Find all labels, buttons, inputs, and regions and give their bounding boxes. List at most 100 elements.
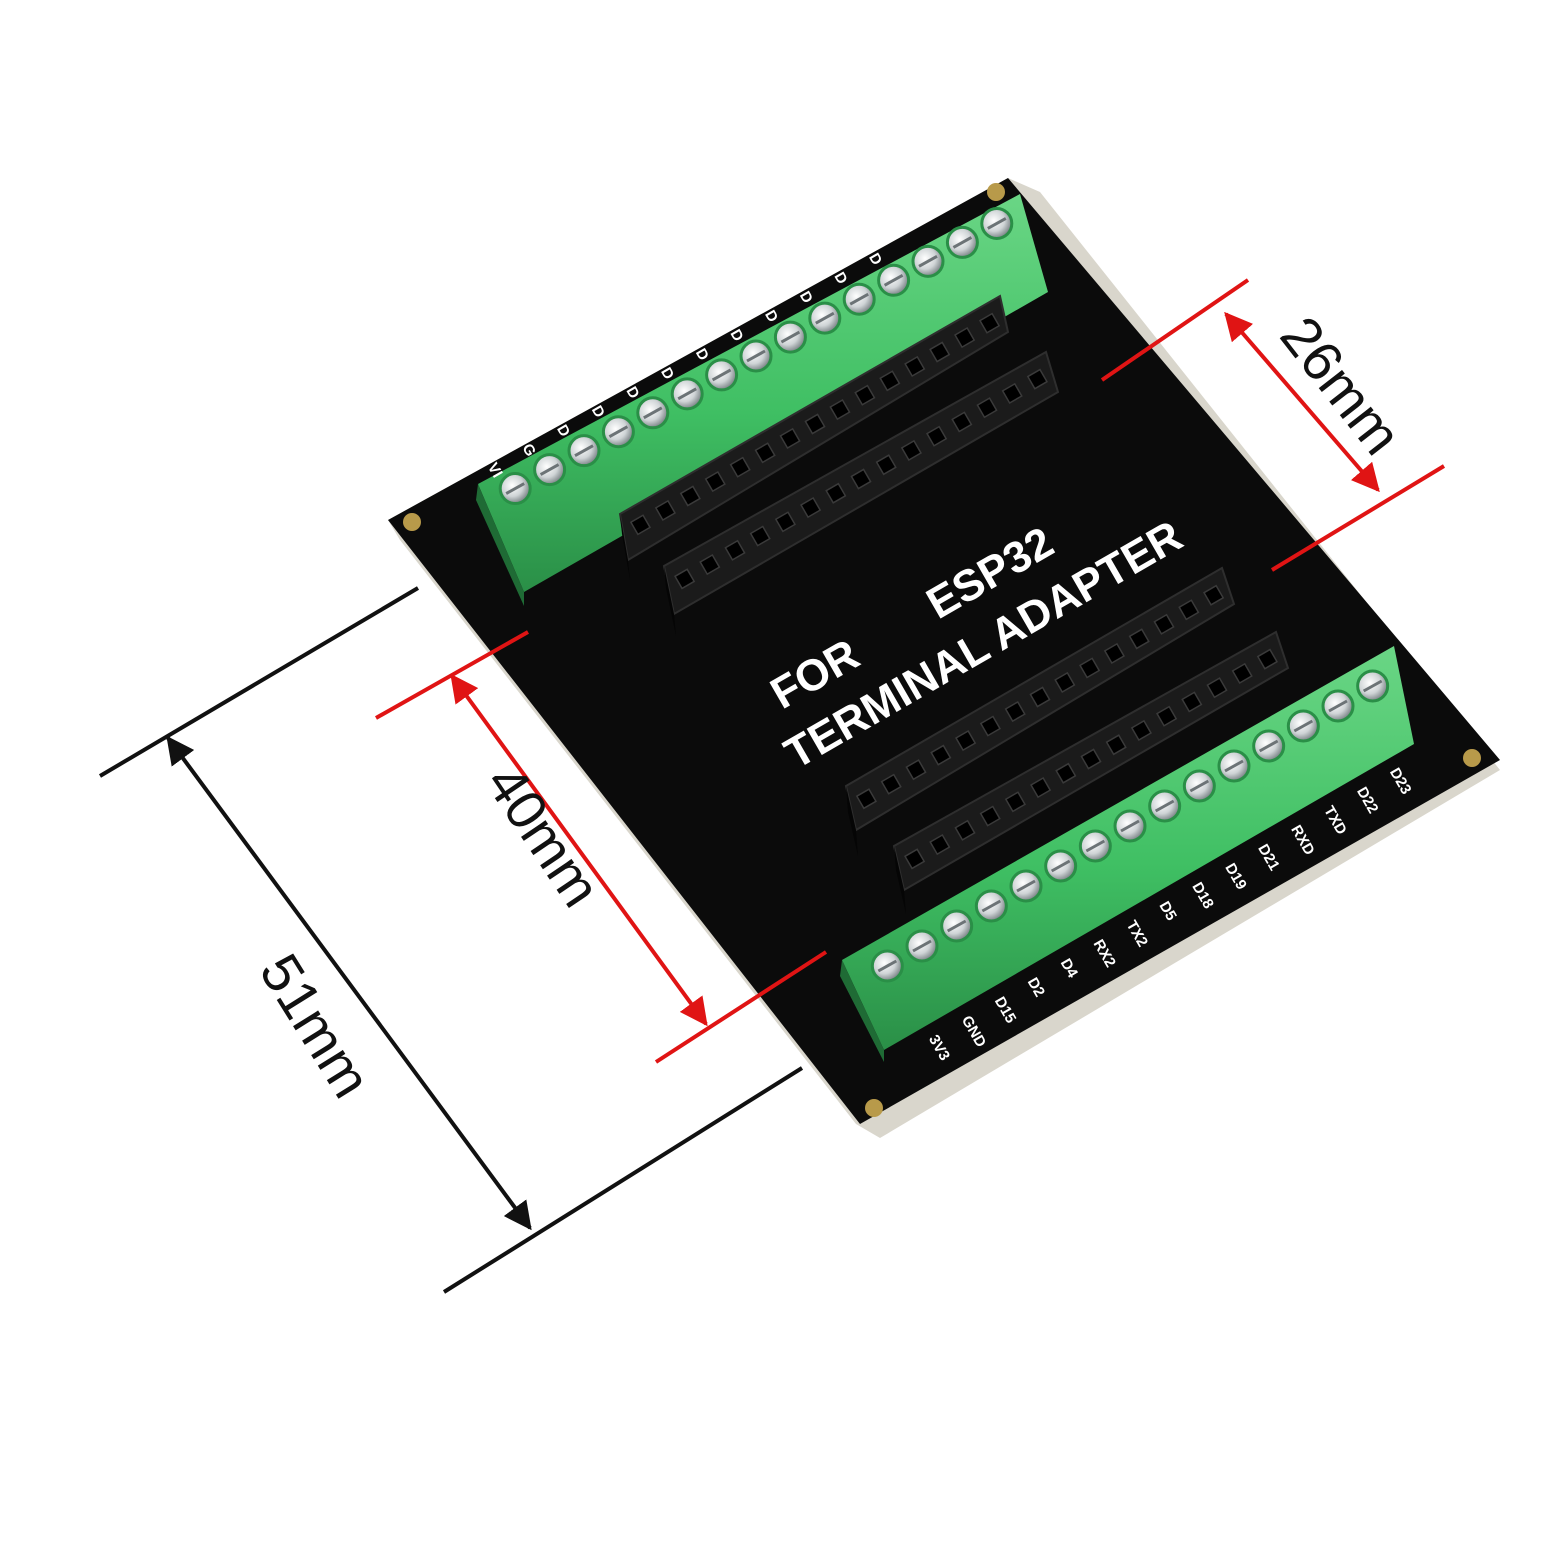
bottom-terminal-screw-slot xyxy=(1189,779,1210,793)
header-hole xyxy=(1080,748,1102,770)
header-hole xyxy=(951,411,973,433)
header-hole xyxy=(1004,791,1026,813)
header-hole xyxy=(804,413,826,435)
header-hole xyxy=(779,427,801,449)
header-hole xyxy=(904,355,926,377)
header-hole xyxy=(729,456,751,478)
header-hole xyxy=(1001,382,1023,404)
top-terminal-screw-slot xyxy=(539,463,560,476)
header-hole xyxy=(749,525,771,547)
pin-headers-upper xyxy=(618,294,1060,636)
pin-header-lower-1-side xyxy=(846,786,858,856)
header-hole xyxy=(900,439,922,462)
top-terminal-screw-slot xyxy=(677,387,697,401)
dim-51-label: 51mm xyxy=(248,943,384,1108)
terminal-block-top-body xyxy=(478,194,1048,592)
header-hole xyxy=(1079,657,1101,679)
top-terminal-screw-slot xyxy=(987,217,1007,230)
top-terminal-screw-slot xyxy=(643,406,663,420)
top-terminal-screw-slot xyxy=(815,311,835,325)
header-hole xyxy=(1055,762,1077,784)
bottom-terminal-screw-slot xyxy=(1154,799,1175,813)
header-hole xyxy=(1029,686,1051,708)
dim-51-ext-2 xyxy=(442,1066,804,1294)
header-hole xyxy=(1128,628,1150,650)
dim-51-arrow xyxy=(166,735,532,1231)
header-hole xyxy=(954,327,976,349)
bottom-terminal-screw-slot xyxy=(1224,759,1244,773)
header-hole xyxy=(629,514,652,536)
header-hole xyxy=(1105,734,1127,756)
bottom-terminal-screw-slot xyxy=(1050,859,1071,873)
pin-header-upper-1-side xyxy=(620,514,630,580)
header-hole xyxy=(976,397,998,419)
bottom-terminal-screw-slot xyxy=(946,919,967,933)
dim-40-ext-2 xyxy=(654,950,828,1064)
top-terminal-screw-slot xyxy=(883,273,904,287)
header-hole xyxy=(1206,677,1228,699)
bottom-terminal-screw-slot xyxy=(912,939,932,953)
header-hole xyxy=(800,496,822,519)
dim-40-ext-1 xyxy=(375,630,529,720)
pin-header-lower-2-side xyxy=(894,846,906,914)
header-hole xyxy=(979,805,1001,827)
mount-hole-bottom-left xyxy=(865,1099,883,1117)
header-hole xyxy=(674,568,696,590)
dim-26-ext-2 xyxy=(1270,464,1446,572)
header-hole xyxy=(724,539,746,561)
header-hole xyxy=(774,511,796,533)
header-hole xyxy=(855,788,877,810)
bottom-terminal-screw-slot xyxy=(1085,839,1106,853)
header-hole xyxy=(979,715,1001,737)
header-hole xyxy=(880,773,902,795)
header-hole xyxy=(905,759,927,781)
bottom-terminal-screw-slot xyxy=(877,959,898,973)
header-hole xyxy=(754,442,776,464)
header-hole xyxy=(1178,599,1200,621)
header-hole xyxy=(825,482,847,504)
bottom-terminal-screw-slot xyxy=(1293,719,1314,733)
top-terminal-screw-slot xyxy=(574,444,594,457)
dim-51-ext-1 xyxy=(98,586,420,778)
header-hole xyxy=(955,730,977,752)
mount-hole-top-left xyxy=(403,513,421,531)
pin-header-upper-2-side xyxy=(664,566,676,636)
header-hole xyxy=(875,454,897,476)
header-hole xyxy=(929,834,951,856)
header-hole xyxy=(930,744,952,766)
header-hole xyxy=(1153,613,1175,635)
header-hole xyxy=(1256,648,1278,670)
top-terminal-screw-slot xyxy=(918,255,938,268)
top-terminal-screw-slot xyxy=(849,292,869,306)
header-hole xyxy=(926,425,948,447)
header-hole xyxy=(854,384,876,406)
top-terminal-screw-slot xyxy=(780,330,801,344)
top-terminal-screw-slot xyxy=(952,236,973,249)
header-hole xyxy=(1156,705,1178,727)
header-hole xyxy=(850,468,872,490)
bottom-terminal-screw-slot xyxy=(1362,679,1383,693)
header-hole xyxy=(1203,584,1225,606)
terminal-block-bottom-shadow xyxy=(840,960,884,1062)
terminal-block-top-shadow xyxy=(476,484,524,606)
header-hole xyxy=(1130,719,1152,742)
top-terminal-screw-slot xyxy=(505,482,525,495)
terminal-top-screws xyxy=(498,206,1014,506)
header-hole xyxy=(1054,671,1076,694)
header-hole xyxy=(1030,776,1052,799)
pin-headers-lower xyxy=(844,566,1290,914)
header-hole xyxy=(1004,700,1026,723)
header-hole xyxy=(704,471,726,493)
header-hole xyxy=(929,341,951,363)
header-hole xyxy=(1181,691,1203,713)
header-hole xyxy=(654,499,676,521)
mount-hole-bottom-right xyxy=(1463,749,1481,767)
top-terminal-screw-slot xyxy=(608,425,629,439)
pin-header-lower-holes xyxy=(855,584,1278,870)
header-hole xyxy=(699,554,721,576)
bottom-terminal-screw-slot xyxy=(1016,879,1036,893)
bottom-terminal-screw-slot xyxy=(1258,739,1279,753)
dim-26-label: 26mm xyxy=(1269,305,1414,466)
header-hole xyxy=(679,485,701,507)
